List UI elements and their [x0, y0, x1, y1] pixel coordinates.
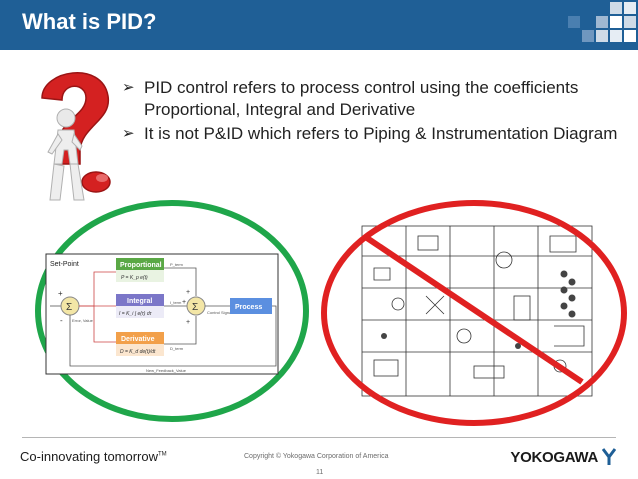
sum2-symbol: Σ	[192, 302, 198, 313]
plus-sign: +	[186, 319, 190, 326]
slide-header: What is PID?	[0, 0, 638, 50]
slide-title: What is PID?	[22, 9, 157, 34]
proportional-label: Proportional	[120, 262, 162, 269]
error-label: Error, Value	[72, 318, 94, 323]
minus-sign: -	[60, 316, 63, 325]
pandid-prohibited-figure	[321, 200, 627, 426]
copyright-notice: Copyright © Yokogawa Corporation of Amer…	[244, 453, 389, 460]
red-prohibition-ring	[321, 200, 627, 426]
feedback-label: New_Feedback_Value	[146, 368, 187, 373]
bullet-text: PID control refers to process control us…	[144, 78, 579, 119]
plus-sign: +	[186, 289, 190, 296]
tagline-text: Co-innovating tomorrow	[20, 449, 159, 464]
yokogawa-logo-mark-icon	[602, 448, 616, 465]
bullet-arrow-icon: ➢	[122, 79, 135, 96]
yokogawa-logo: YOKOGAWA	[510, 449, 598, 466]
integral-formula: I = K_i ∫ e(τ) dτ	[119, 311, 153, 317]
control-signal-label: Control Signal	[207, 310, 232, 315]
process-label: Process	[235, 304, 262, 311]
derivative-label: Derivative	[121, 336, 155, 343]
proportional-formula: P = K_p e(t)	[121, 275, 148, 281]
decorative-tiles	[568, 2, 636, 42]
red-prohibition-slash	[362, 233, 584, 385]
integral-label: Integral	[127, 298, 152, 305]
trademark-mark: TM	[158, 451, 167, 458]
derivative-formula: D = K_d de(t)/dt	[120, 349, 156, 355]
footer-tagline: Co-innovating tomorrowTM	[20, 449, 167, 464]
plus-sign: +	[182, 299, 186, 306]
i-term-label: I_term	[170, 300, 182, 305]
bullet-arrow-icon: ➢	[122, 125, 135, 142]
pandid-schematic	[361, 225, 593, 397]
process-block	[230, 298, 272, 314]
page-number: 11	[316, 469, 324, 476]
derivative-block	[116, 332, 164, 344]
pandid-valves	[381, 270, 576, 349]
bullet-item: ➢ PID control refers to process control …	[122, 77, 632, 121]
proportional-block	[116, 258, 164, 270]
bullet-list: ➢ PID control refers to process control …	[122, 77, 632, 147]
bullet-text: It is not P&ID which refers to Piping & …	[144, 124, 618, 143]
integral-block	[116, 294, 164, 306]
sum1-symbol: Σ	[66, 302, 72, 313]
question-mark-figure	[41, 72, 111, 201]
plus-sign: +	[58, 289, 63, 298]
p-term-label: P_term	[170, 262, 184, 267]
green-ring	[35, 200, 309, 422]
footer-divider	[22, 437, 616, 438]
bullet-item: ➢ It is not P&ID which refers to Piping …	[122, 123, 632, 145]
pid-diagram-figure: Set-Point Σ + - Error, Value Proportiona…	[35, 200, 309, 422]
setpoint-label: Set-Point	[50, 261, 79, 268]
d-term-label: D_term	[170, 346, 184, 351]
